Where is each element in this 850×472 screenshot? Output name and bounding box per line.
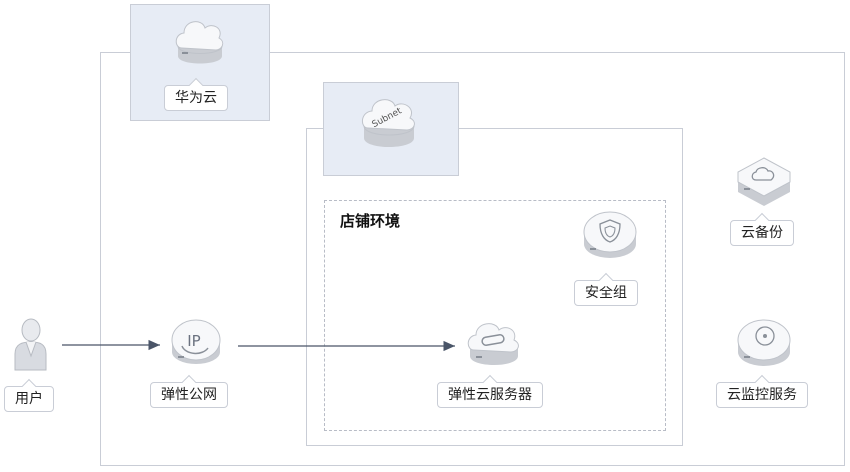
- user-label: 用户: [4, 386, 54, 412]
- user-icon: [14, 318, 47, 371]
- monitor-icon: [737, 319, 791, 366]
- security-group-label: 安全组: [574, 280, 638, 306]
- huawei-cloud-label: 华为云: [164, 85, 228, 111]
- eip-label: 弹性公网: [150, 382, 228, 408]
- shield-icon: [583, 211, 637, 258]
- huawei-cloud-boundary: [100, 52, 845, 466]
- ecs-label: 弹性云服务器: [437, 382, 543, 408]
- monitor-label: 云监控服务: [716, 382, 808, 408]
- backup-label: 云备份: [730, 220, 794, 246]
- ecs-icon: [467, 323, 519, 365]
- eip-icon: IP: [171, 319, 221, 364]
- svg-text:IP: IP: [187, 332, 200, 350]
- subnet-boundary: [306, 128, 683, 446]
- subnet-cloud-icon: Subnet: [362, 99, 415, 147]
- store-environment-boundary: [324, 200, 666, 431]
- store-environment-title: 店铺环境: [340, 212, 401, 230]
- cloud-icon: [175, 21, 224, 64]
- backup-icon: [737, 157, 791, 206]
